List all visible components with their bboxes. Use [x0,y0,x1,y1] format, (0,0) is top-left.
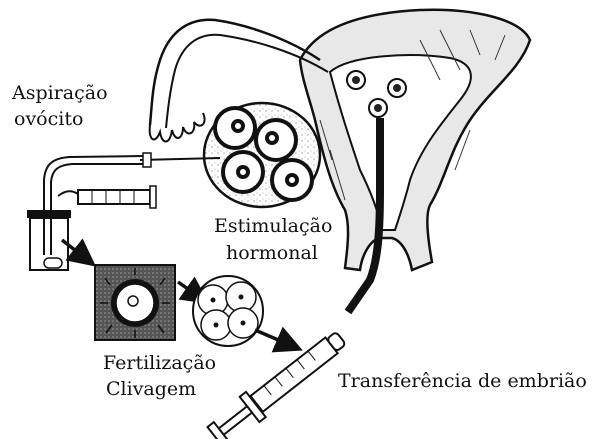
embryo-transfer-label: Transferência de embrião [338,370,587,392]
follicle [256,120,296,160]
oocyte-label: ovócito [14,108,83,130]
cleavage-label: Clivagem [106,378,196,400]
arrow-to-cleavage [178,282,198,296]
aspiration-needle [44,153,220,215]
aspiration-syringe [58,186,156,208]
hormonal-label: hormonal [226,242,318,264]
uterus [300,10,530,270]
stimulation-label: Estimulação [214,215,332,237]
fertilization-dish [95,265,175,340]
cleaving-embryo [193,276,263,346]
aspiration-label: Aspiração [12,82,108,104]
follicle [272,160,312,200]
arrow-to-transfer [255,330,290,345]
ovary [204,103,320,207]
follicle [223,152,263,192]
fertilization-label: Fertilização [103,352,216,374]
follicle [215,108,255,148]
